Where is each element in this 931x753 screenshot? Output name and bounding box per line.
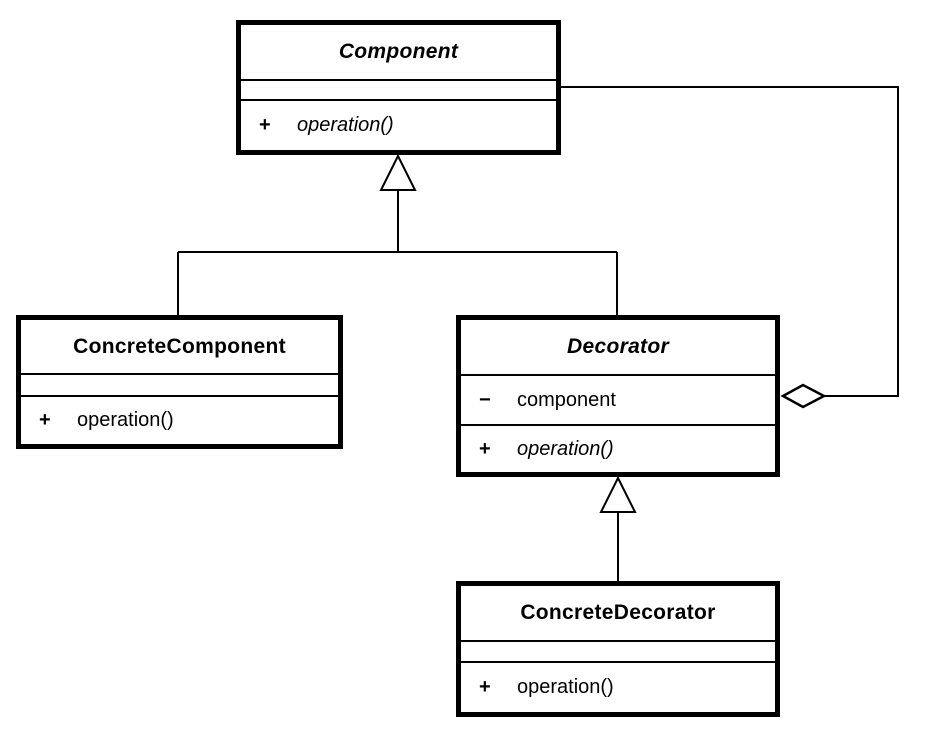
operation-signature: operation(): [517, 437, 614, 460]
visibility-symbol: +: [479, 676, 491, 698]
class-component-operations-section: + operation(): [241, 101, 556, 150]
class-concrete-component-title: ConcreteComponent: [21, 320, 338, 375]
attribute-name: component: [517, 388, 616, 411]
class-component: Component + operation(): [236, 20, 561, 155]
operation-signature: operation(): [517, 676, 614, 698]
class-concrete-component-attributes-section: [21, 375, 338, 397]
class-decorator-operations-section: + operation(): [461, 426, 775, 472]
visibility-symbol: +: [39, 409, 51, 431]
class-component-title: Component: [241, 25, 556, 81]
aggregation-line: [561, 86, 899, 397]
class-concrete-component: ConcreteComponent + operation(): [16, 315, 343, 449]
operation-signature: operation(): [297, 114, 394, 136]
operation-row: + operation(): [461, 676, 775, 699]
generalization-bus-line: [177, 190, 618, 316]
attribute-row: − component: [461, 389, 775, 412]
operation-row: + operation(): [241, 114, 556, 137]
operation-row: + operation(): [461, 438, 775, 461]
class-concrete-decorator: ConcreteDecorator + operation(): [456, 581, 780, 717]
class-component-attributes-section: [241, 81, 556, 101]
class-concrete-decorator-operations-section: + operation(): [461, 663, 775, 712]
class-decorator: Decorator − component + operation(): [456, 315, 780, 477]
aggregation-diamond-icon: [780, 383, 827, 409]
class-concrete-component-operations-section: + operation(): [21, 397, 338, 444]
class-concrete-decorator-title: ConcreteDecorator: [461, 586, 775, 642]
class-decorator-attributes-section: − component: [461, 376, 775, 426]
class-concrete-decorator-attributes-section: [461, 642, 775, 663]
visibility-symbol: −: [479, 388, 491, 411]
visibility-symbol: +: [259, 114, 271, 136]
class-decorator-title: Decorator: [461, 320, 775, 376]
visibility-symbol: +: [479, 437, 491, 460]
generalization-triangle-decorator-icon: [599, 475, 637, 513]
generalization-triangle-component-icon: [379, 153, 417, 191]
operation-signature: operation(): [77, 409, 174, 431]
operation-row: + operation(): [21, 409, 338, 432]
